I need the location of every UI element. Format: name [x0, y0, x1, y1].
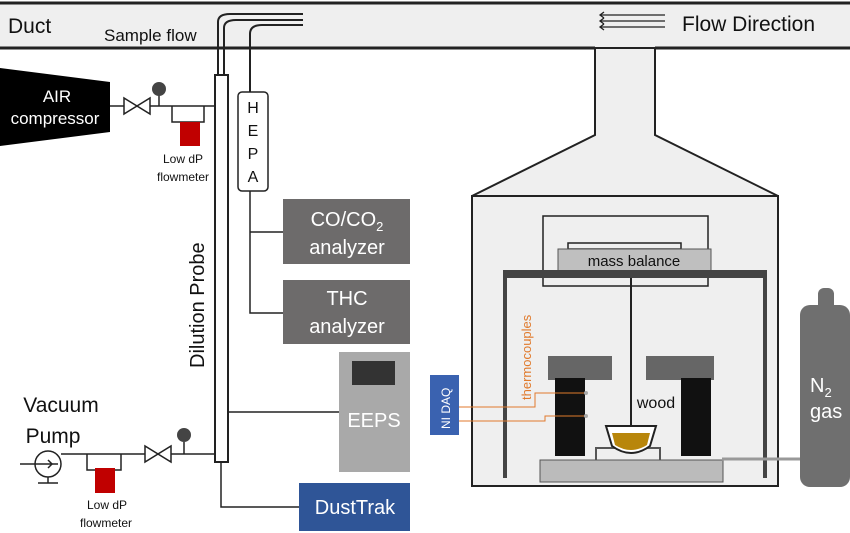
dusttrak-instrument: DustTrak: [299, 483, 410, 531]
compressor-label: compressor: [11, 109, 100, 128]
co-co2-analyzer-label: analyzer: [309, 237, 385, 259]
hepa-filter: H E P A: [237, 91, 269, 192]
low-dp-top-line2: flowmeter: [157, 170, 209, 184]
hepa-letter-h: H: [247, 100, 259, 117]
dusttrak-label: DustTrak: [315, 497, 396, 519]
eeps-label: EEPS: [347, 410, 400, 432]
co-co2-label: CO/CO2: [311, 209, 384, 234]
eeps-instrument: EEPS: [339, 352, 410, 472]
hepa-letter-e: E: [248, 123, 259, 140]
flow-direction-label: Flow Direction: [682, 13, 815, 36]
sample-flow-label: Sample flow: [104, 26, 197, 45]
hepa-letter-a: A: [248, 169, 259, 186]
thc-label: THC: [326, 288, 367, 310]
mass-balance-label: mass balance: [588, 253, 681, 270]
wood-label: wood: [636, 395, 675, 412]
duct-label: Duct: [8, 15, 51, 38]
dilution-probe-label: Dilution Probe: [187, 242, 209, 368]
low-dp-bottom-line1: Low dP: [87, 498, 127, 512]
n2-gas-label: gas: [810, 401, 842, 423]
air-compressor: AIR compressor: [0, 68, 110, 146]
low-dp-bottom-line2: flowmeter: [80, 516, 132, 530]
ni-daq-label: NI DAQ: [439, 388, 453, 429]
thermocouples-label: thermocouples: [519, 314, 534, 400]
n2-label: N2: [810, 375, 832, 400]
vacuum-pump: [20, 442, 215, 484]
enclosure: mass balance: [503, 215, 800, 483]
pressure-gauge-top: [152, 82, 166, 96]
thc-analyzer: THC analyzer: [283, 280, 410, 344]
flowmeter-top: [180, 122, 200, 146]
n2-cylinder: N2 gas: [800, 288, 850, 487]
pressure-gauge-bottom: [177, 428, 191, 442]
low-dp-top-line1: Low dP: [163, 152, 203, 166]
pump-label: Pump: [26, 425, 81, 448]
duct: Duct Sample flow: [0, 1, 850, 50]
flowmeter-bottom: [95, 468, 115, 493]
hepa-letter-p: P: [248, 146, 259, 163]
co-co2-analyzer: CO/CO2 analyzer: [283, 199, 410, 264]
thermocouple-wires: [459, 392, 586, 422]
thc-analyzer-label: analyzer: [309, 316, 385, 338]
flow-direction-arrows: [598, 11, 665, 31]
air-label: AIR: [43, 87, 71, 106]
vacuum-label: Vacuum: [23, 394, 98, 417]
air-supply-line: [110, 95, 215, 123]
ni-daq-box: NI DAQ: [430, 375, 459, 435]
wood-sample: wood: [604, 395, 675, 454]
